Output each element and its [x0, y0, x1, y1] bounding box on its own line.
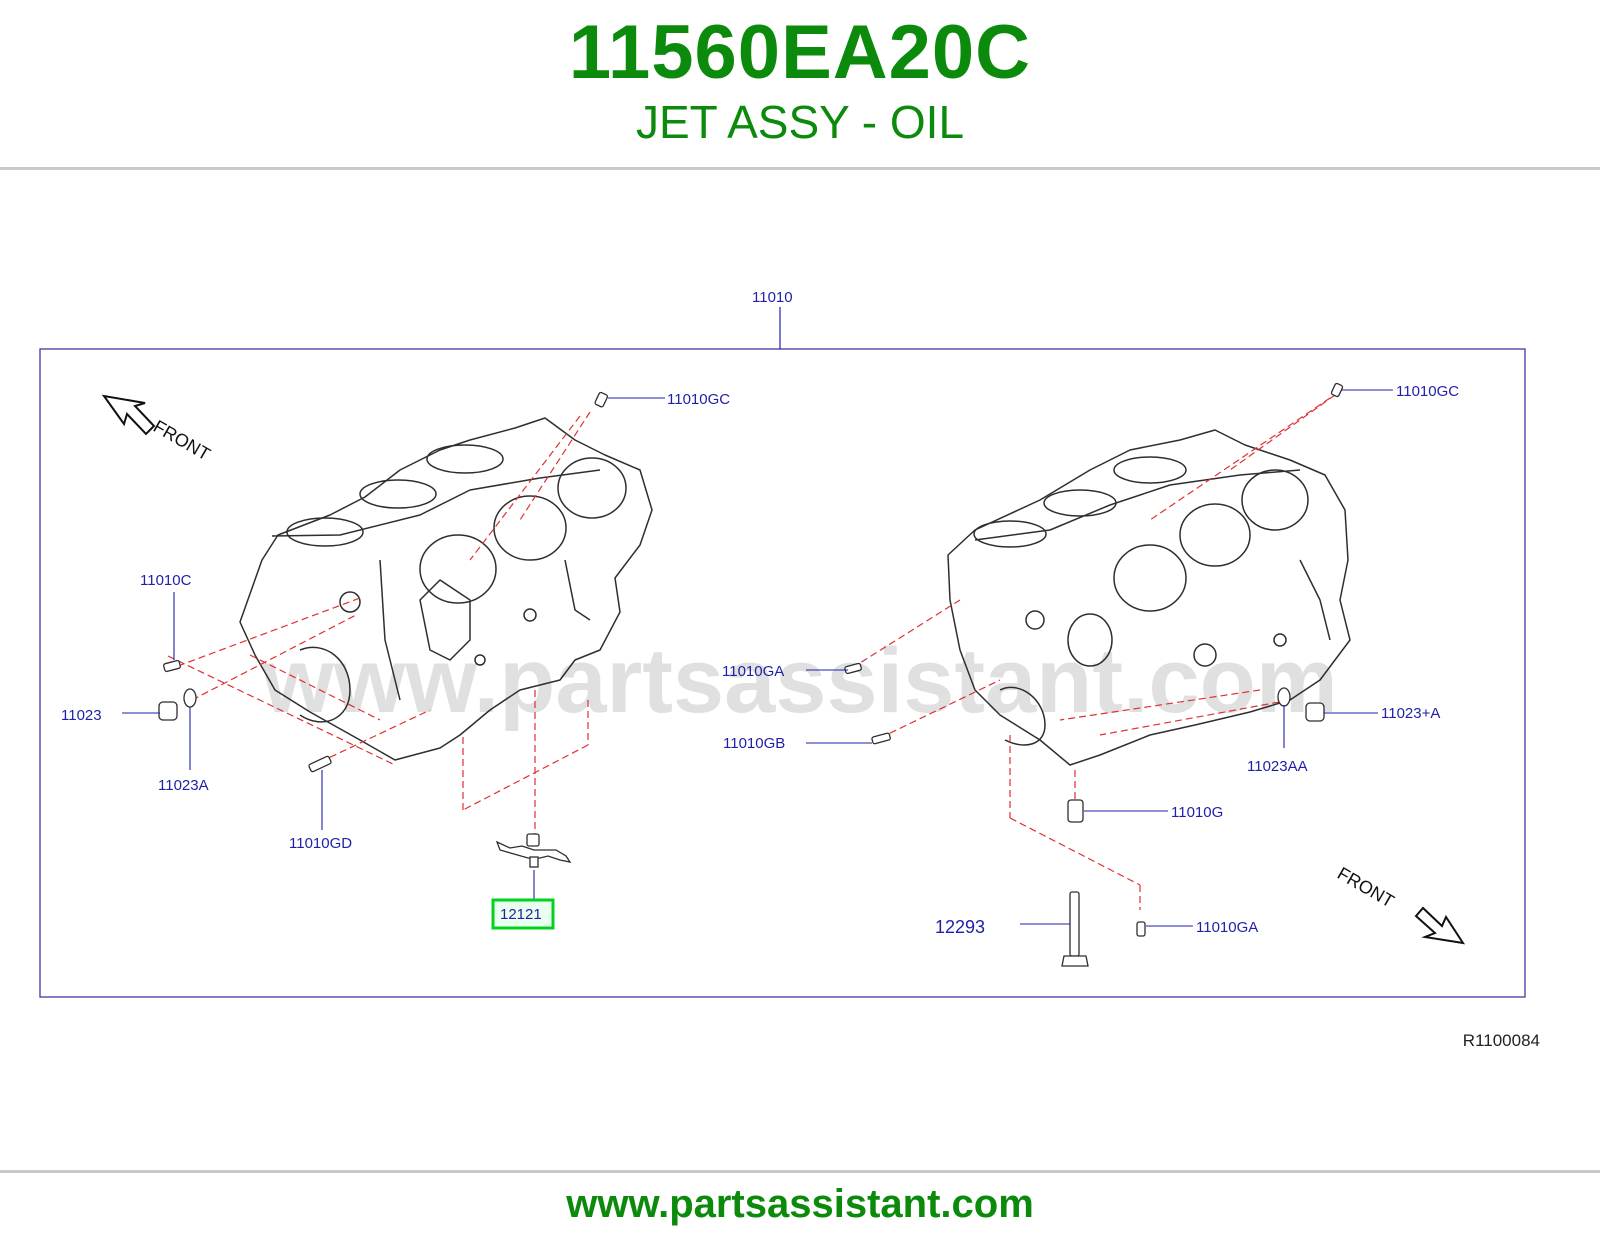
- leader-lines-right: [851, 394, 1336, 910]
- callout-11010c[interactable]: 11010C: [140, 572, 192, 589]
- plug-11023-plus-a: [1305, 702, 1325, 722]
- front-arrow-right-icon: [1414, 906, 1466, 945]
- front-arrow-right: [1414, 906, 1466, 945]
- highlight-box-12121: [491, 898, 555, 930]
- dowel-11010ga-bottom: [1136, 921, 1146, 937]
- drawing-code: R1100084: [1463, 1031, 1540, 1050]
- bolt-12293-head: [1061, 955, 1089, 967]
- sleeve-11010g: [1067, 799, 1084, 823]
- callout-11010gc-left[interactable]: 11010GC: [667, 391, 730, 408]
- engine-block-right: [947, 429, 1351, 766]
- callout-11010g[interactable]: 11010G: [1171, 804, 1223, 821]
- small-parts-right: [844, 382, 1344, 967]
- dowel-11010gb: [871, 732, 891, 745]
- part-name-subtitle: JET ASSY - OIL: [635, 96, 965, 148]
- dowel-11010ga-top: [844, 662, 862, 675]
- oil-jet-12121: [495, 833, 572, 868]
- callout-11023a[interactable]: 11023A: [158, 777, 209, 794]
- callout-11010gc-right[interactable]: 11010GC: [1396, 383, 1459, 400]
- callout-labels: 11010GC 11010C 11023 11023A 11010GD 1212…: [61, 383, 1459, 937]
- small-parts-left: [158, 391, 609, 773]
- diagram-frame: [39, 348, 1526, 998]
- seal-11023a: [183, 688, 197, 708]
- callout-11023-plus-a[interactable]: 11023+A: [1381, 705, 1440, 722]
- front-arrow-left: [101, 394, 156, 436]
- watermark-text: www.partsassistant.com: [261, 630, 1337, 732]
- footer-divider: [0, 1170, 1600, 1173]
- dowel-11010gc-right: [1330, 382, 1344, 398]
- seal-11023aa: [1277, 687, 1291, 707]
- callout-11010[interactable]: 11010: [752, 289, 793, 306]
- page-header: 11560EA20C JET ASSY - OIL: [0, 0, 1600, 170]
- callout-11010ga-bottom[interactable]: 11010GA: [1196, 919, 1258, 936]
- callout-12293[interactable]: 12293: [935, 917, 985, 937]
- callout-11010gb[interactable]: 11010GB: [723, 735, 785, 752]
- header-divider: [0, 167, 1600, 170]
- leader-lines-left: [167, 411, 591, 835]
- callout-11023aa[interactable]: 11023AA: [1247, 758, 1308, 775]
- dowel-11010gd: [308, 755, 332, 773]
- plug-11023: [158, 701, 178, 721]
- callout-leaders: [122, 389, 1393, 927]
- callout-11023[interactable]: 11023: [61, 707, 102, 724]
- callout-12121[interactable]: 12121: [500, 906, 542, 923]
- callout-11010ga-top[interactable]: 11010GA: [722, 663, 784, 680]
- engine-block-left: [239, 417, 653, 761]
- dowel-11010gc-left: [594, 391, 609, 408]
- front-label-left: FRONT: [150, 416, 214, 464]
- front-arrow-left-icon: [101, 394, 156, 436]
- footer-url[interactable]: www.partsassistant.com: [566, 1182, 1034, 1226]
- callout-11010gd[interactable]: 11010GD: [289, 835, 352, 852]
- dowel-11010c: [163, 659, 181, 673]
- bolt-12293: [1069, 891, 1080, 957]
- front-label-right: FRONT: [1334, 863, 1398, 911]
- part-number-title: 11560EA20C: [568, 10, 1032, 95]
